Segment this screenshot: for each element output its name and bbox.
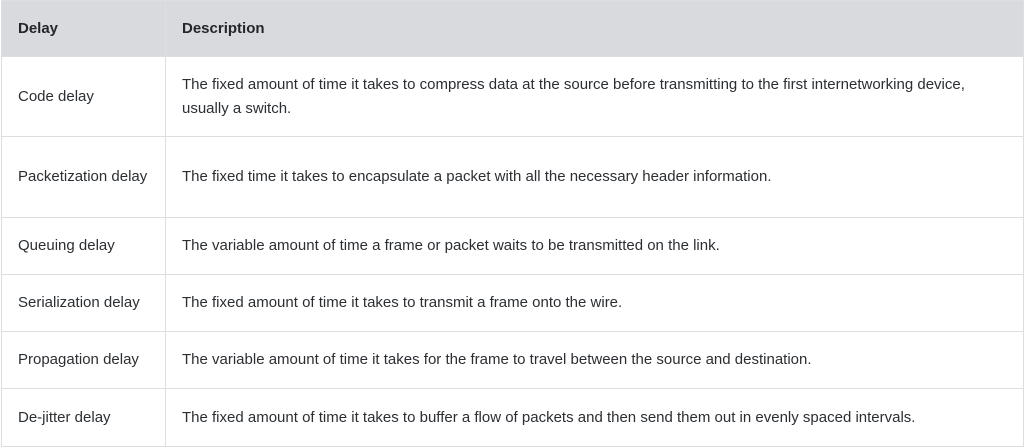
description-cell: The fixed amount of time it takes to com… <box>165 56 1024 137</box>
description-cell: The variable amount of time it takes for… <box>165 331 1024 389</box>
table-row: Code delay The fixed amount of time it t… <box>1 56 1024 137</box>
column-header-description: Description <box>165 0 1024 57</box>
table-row: Propagation delay The variable amount of… <box>1 331 1024 389</box>
delay-cell: Packetization delay <box>1 136 166 218</box>
description-cell: The fixed amount of time it takes to buf… <box>165 388 1024 447</box>
table-row: Packetization delay The fixed time it ta… <box>1 136 1024 218</box>
table-row: Queuing delay The variable amount of tim… <box>1 217 1024 275</box>
description-cell: The fixed time it takes to encapsulate a… <box>165 136 1024 218</box>
delay-cell: Propagation delay <box>1 331 166 389</box>
table-body: Code delay The fixed amount of time it t… <box>1 56 1024 447</box>
description-cell: The fixed amount of time it takes to tra… <box>165 274 1024 332</box>
delay-cell: Code delay <box>1 56 166 137</box>
table-header: Delay Description <box>1 0 1024 57</box>
delay-cell: Serialization delay <box>1 274 166 332</box>
table-row: Serialization delay The fixed amount of … <box>1 274 1024 332</box>
table-row: De-jitter delay The fixed amount of time… <box>1 388 1024 447</box>
delay-cell: De-jitter delay <box>1 388 166 447</box>
column-header-delay: Delay <box>1 0 166 57</box>
description-cell: The variable amount of time a frame or p… <box>165 217 1024 275</box>
header-row: Delay Description <box>1 0 1024 57</box>
delay-cell: Queuing delay <box>1 217 166 275</box>
